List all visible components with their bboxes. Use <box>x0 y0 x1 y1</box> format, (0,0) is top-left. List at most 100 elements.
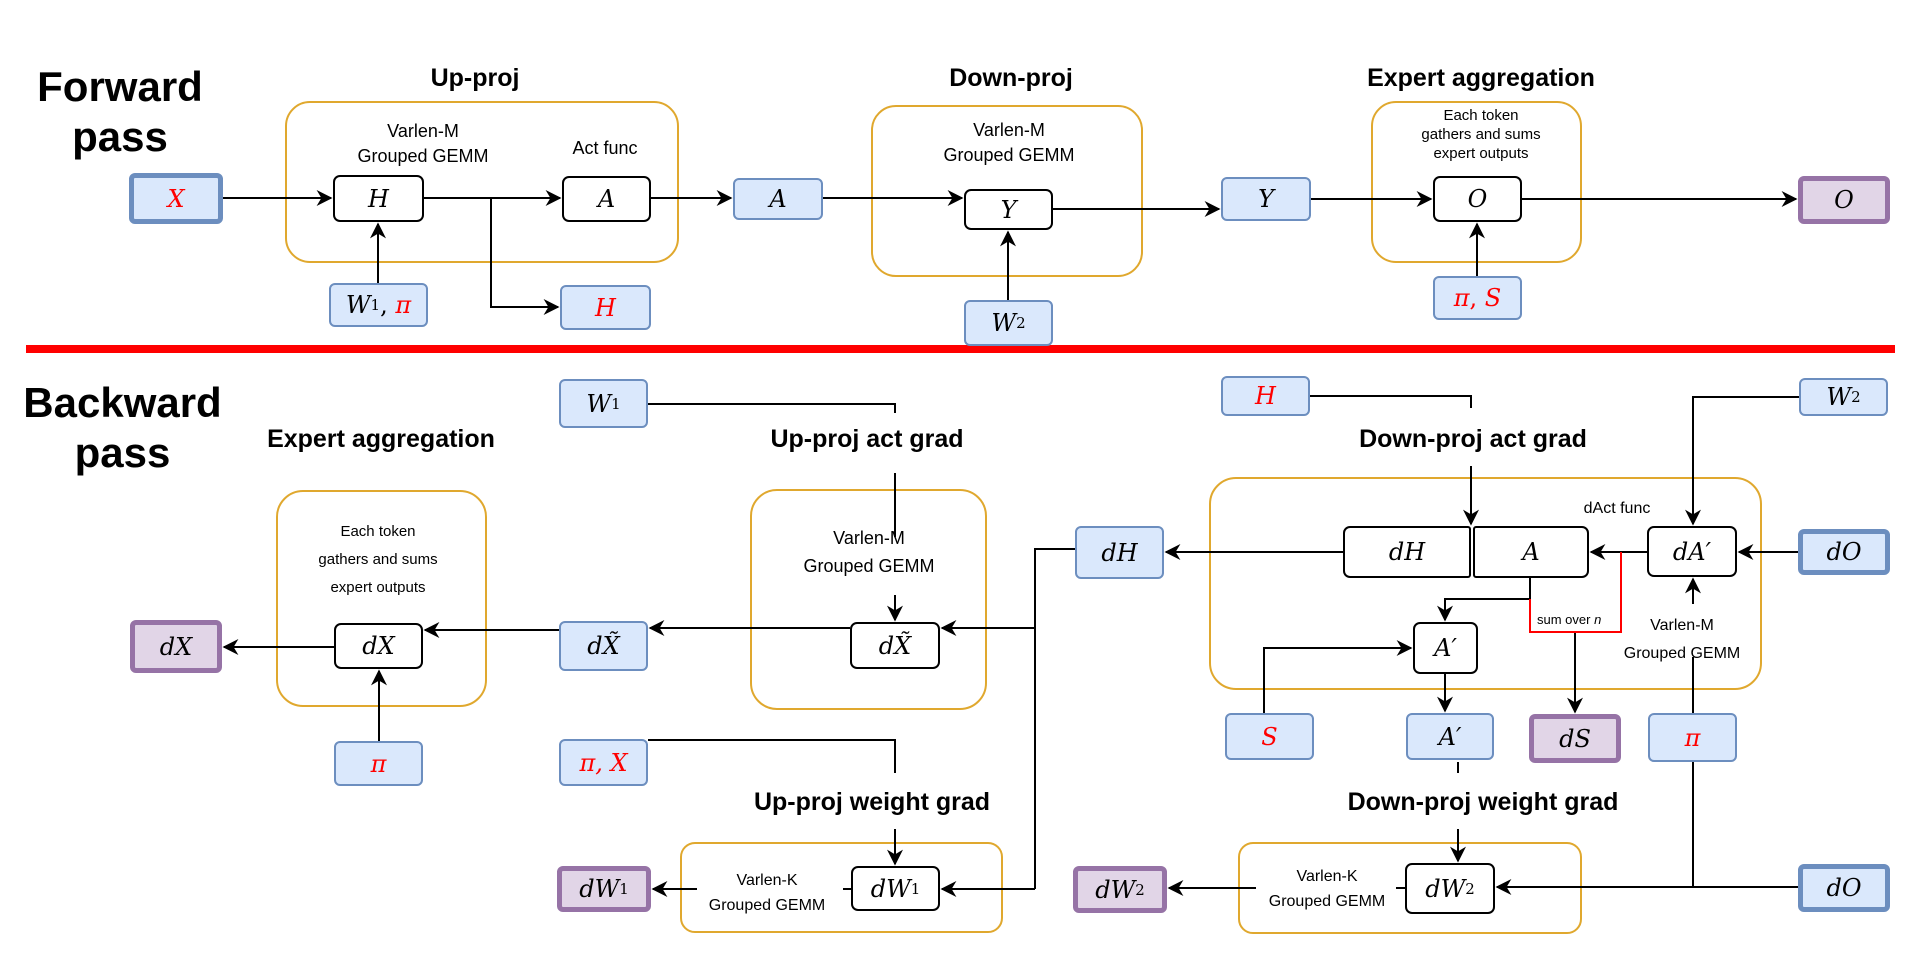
gemm-label-line1: Varlen-M <box>387 121 459 141</box>
comma: , <box>380 291 396 319</box>
fwd-output-o[interactable]: O <box>1798 176 1890 224</box>
op-label: A <box>1522 538 1540 566</box>
tensor-label: W <box>586 389 612 418</box>
bwd-op-a[interactable]: A <box>1473 526 1589 578</box>
note-line3: expert outputs <box>1433 145 1529 162</box>
bwd-op-a-prime[interactable]: A′ <box>1413 622 1478 674</box>
tensor-label: A′ <box>1438 722 1462 751</box>
bwd-op-da-prime[interactable]: dA′ <box>1647 526 1737 577</box>
tensor-label: O <box>1834 186 1854 214</box>
edge-w2-to-da <box>1685 396 1799 526</box>
bwd-op-dx[interactable]: dX <box>334 623 423 669</box>
tensor-label: π <box>1684 723 1701 752</box>
op-label: dX <box>362 632 395 660</box>
note-line2: gathers and sums <box>318 551 438 568</box>
gemm-label-line2: Grouped GEMM <box>357 146 489 166</box>
tensor-subscript: 2 <box>1851 388 1861 406</box>
bwd-do-top[interactable]: dO <box>1798 529 1890 575</box>
fwd-act-func-label: Act func <box>572 138 638 158</box>
tensor-subscript: 1 <box>611 394 621 413</box>
bwd-dact-func-label: dAct func <box>1583 500 1651 517</box>
bwd-up-proj-act-grad-title: Up-proj act grad <box>770 425 964 453</box>
sum-over-n-label: sum over n <box>1537 612 1601 627</box>
bwd-up-proj-weight-grad-gemm-label: Varlen-K Grouped GEMM <box>709 868 825 918</box>
op-label: A <box>597 185 616 213</box>
forward-pass-label: Forward pass <box>30 62 210 162</box>
bwd-do-bottom[interactable]: dO <box>1798 864 1890 912</box>
note-line3: expert outputs <box>330 579 426 596</box>
bwd-a-prime-tensor[interactable]: A′ <box>1406 713 1494 760</box>
bwd-dx-tilde[interactable]: dX̃ <box>559 621 648 671</box>
tensor-label: dS <box>1559 724 1591 753</box>
backward-label-line1: Backward <box>23 379 222 426</box>
tensor-label-pi: π, <box>579 748 611 777</box>
op-subscript: 1 <box>910 879 921 898</box>
tensor-label: π <box>370 749 387 778</box>
op-label: dH <box>1388 538 1426 566</box>
tensor-label: W <box>991 309 1017 337</box>
tensor-label-pi: π <box>395 291 412 319</box>
bwd-s[interactable]: S <box>1225 713 1314 760</box>
bwd-output-dx[interactable]: dX <box>130 620 222 673</box>
gemm-label-line1: Varlen-M <box>1650 617 1714 634</box>
op-label: dW <box>1425 874 1466 903</box>
tensor-subscript: 1 <box>370 296 381 314</box>
tensor-subscript: 2 <box>1135 880 1145 899</box>
bwd-down-proj-weight-grad-title: Down-proj weight grad <box>1347 788 1619 816</box>
tensor-label: X <box>167 184 185 213</box>
fwd-expert-aggregation-note: Each token gathers and sums expert outpu… <box>1421 106 1540 163</box>
bwd-h[interactable]: H <box>1221 376 1310 416</box>
tensor-label: H <box>1255 382 1276 410</box>
gemm-label-line2: Grouped GEMM <box>1268 893 1386 910</box>
fwd-tensor-y[interactable]: Y <box>1221 177 1311 221</box>
op-label: dA′ <box>1672 537 1712 566</box>
fwd-down-proj-gemm-label: Varlen-M Grouped GEMM <box>943 118 1074 168</box>
fwd-op-h[interactable]: H <box>333 175 424 222</box>
fwd-input-x[interactable]: X <box>129 173 223 224</box>
fwd-tensor-a[interactable]: A <box>733 178 823 220</box>
gemm-label-line1: Varlen-M <box>973 120 1045 140</box>
edge-a-to-aprime <box>1437 578 1531 622</box>
bwd-op-dx-tilde[interactable]: dX̃ <box>850 622 940 669</box>
tensor-label-s: S <box>1484 284 1502 312</box>
bwd-output-ds[interactable]: dS <box>1529 714 1621 763</box>
edge-w1-to-dxtilde <box>648 403 896 413</box>
bwd-down-proj-act-grad-title: Down-proj act grad <box>1359 425 1587 453</box>
fwd-op-o[interactable]: O <box>1433 176 1522 222</box>
forward-label-line2: pass <box>72 113 168 160</box>
fwd-op-y[interactable]: Y <box>964 189 1053 230</box>
tensor-label: dO <box>1826 874 1862 902</box>
gemm-label-line2: Grouped GEMM <box>803 556 935 576</box>
comma: , <box>1469 284 1485 312</box>
tensor-label: dH <box>1101 538 1138 567</box>
fwd-up-proj-gemm-label: Varlen-M Grouped GEMM <box>357 119 488 169</box>
bwd-down-proj-weight-grad-gemm-label: Varlen-K Grouped GEMM <box>1269 864 1385 914</box>
fwd-expert-aggregation-title: Expert aggregation <box>1367 64 1595 92</box>
tensor-label: dO <box>1826 538 1862 566</box>
bwd-dh-tensor[interactable]: dH <box>1075 526 1164 579</box>
gemm-label-line2: Grouped GEMM <box>943 145 1075 165</box>
sum-label-text: sum over <box>1537 612 1595 627</box>
edge-h-to-saved-h <box>490 198 560 315</box>
bwd-pi-x[interactable]: π, X <box>559 739 648 786</box>
bwd-up-proj-weight-grad-group <box>680 842 1003 933</box>
fwd-up-proj-title: Up-proj <box>430 64 520 92</box>
backward-label-line2: pass <box>74 429 171 476</box>
fwd-pi-s[interactable]: π, S <box>1433 276 1522 320</box>
bwd-pi-down[interactable]: π <box>1648 713 1737 762</box>
fwd-saved-h[interactable]: H <box>560 285 651 330</box>
fwd-op-act[interactable]: A <box>562 176 651 222</box>
gemm-label-line1: Varlen-K <box>1296 868 1358 885</box>
tensor-label-pi: π <box>1453 284 1470 312</box>
bwd-pi-agg[interactable]: π <box>334 741 423 786</box>
bwd-op-dh[interactable]: dH <box>1343 526 1471 578</box>
bwd-up-proj-weight-grad-title: Up-proj weight grad <box>753 788 991 816</box>
